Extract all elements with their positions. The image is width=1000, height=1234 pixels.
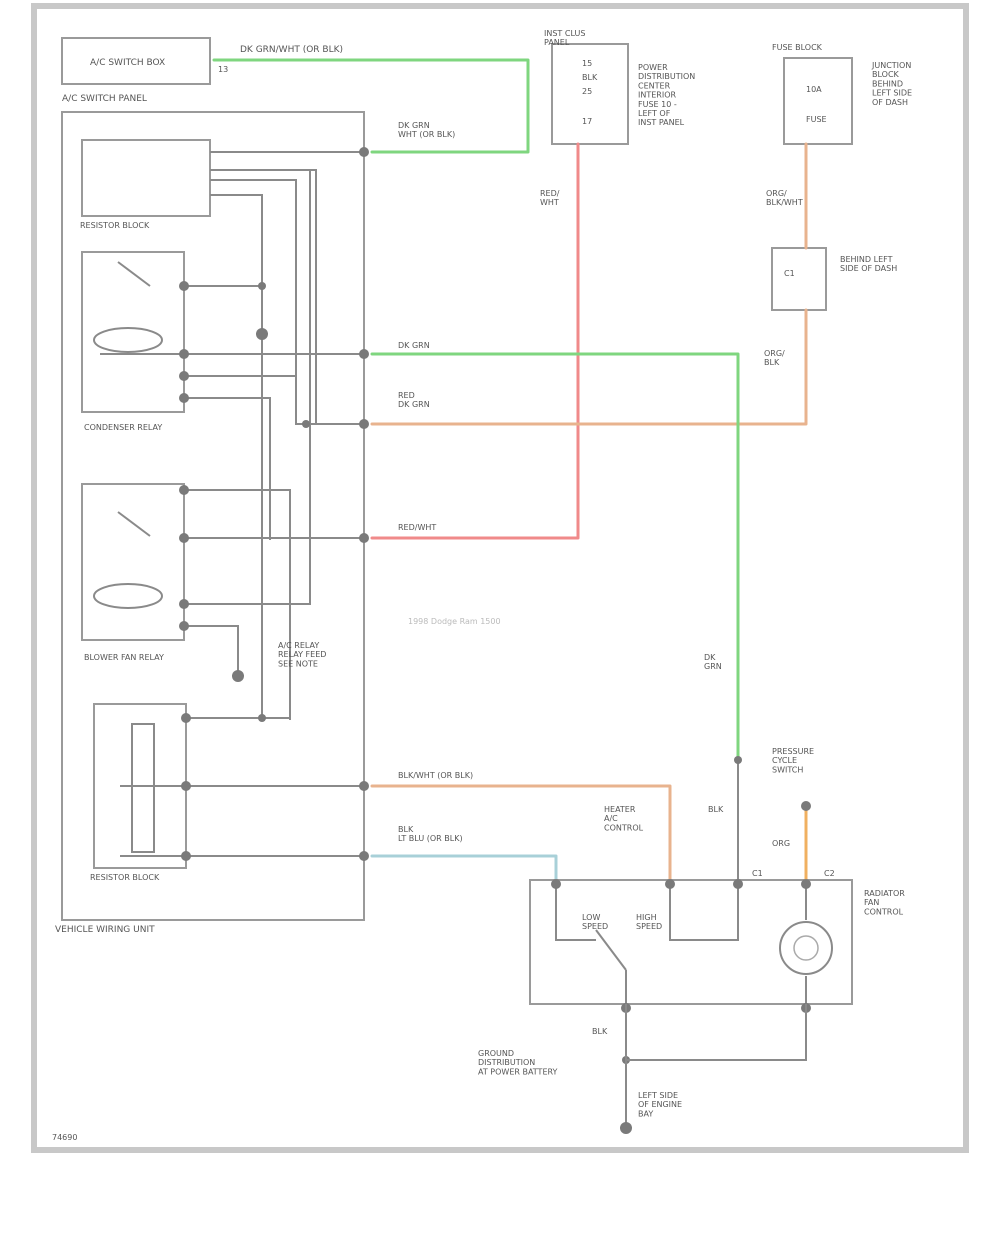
relay2-ground <box>232 670 244 682</box>
relay1-coil <box>93 327 163 353</box>
pin-c1-label: C1 <box>752 869 763 878</box>
relay1-label: CONDENSER RELAY <box>84 423 162 432</box>
red-wire <box>370 142 580 540</box>
fuse-block-label: RESISTOR BLOCK <box>90 873 160 882</box>
relay2-coil <box>93 583 163 609</box>
orange-top-label: ORG/BLK/WHT <box>766 189 803 207</box>
module-wiring <box>210 151 364 720</box>
module-label: RESISTOR BLOCK <box>80 221 150 230</box>
control-wiring <box>555 760 807 1004</box>
rail-connectors <box>179 147 369 861</box>
relay1-wiring <box>100 285 364 540</box>
fuse-box-pin: 13 <box>218 65 228 74</box>
outer-frame <box>31 3 969 1153</box>
ground-wiring <box>625 1004 807 1124</box>
relay1-ground <box>256 328 268 340</box>
wire-blk-label: BLK <box>708 805 724 814</box>
svg-text:BLK: BLK <box>582 73 598 82</box>
low-speed-switch <box>595 929 627 971</box>
heater-ac-control-box <box>529 879 853 1005</box>
wire-label-w5: BLK/WHT (OR BLK) <box>398 771 473 780</box>
wire-org-label: ORG <box>772 839 790 848</box>
inst-clus-panel <box>551 43 629 145</box>
center-note: 1998 Dodge Ram 1500 <box>408 617 501 626</box>
fuse-box-panel-title: A/C SWITCH PANEL <box>62 94 147 104</box>
wire-label-w2: DK GRN <box>398 341 430 350</box>
svg-text:FUSE: FUSE <box>806 115 827 124</box>
wire-label-w4: RED/WHT <box>398 523 436 532</box>
green-wire-mid <box>370 352 740 762</box>
pressure-switch-terminal <box>801 801 811 811</box>
c3-title: C1 <box>784 269 795 278</box>
c2-pins: 10A FUSE <box>806 85 827 124</box>
wiring-unit-box <box>61 111 365 921</box>
corner-tag: 74690 <box>52 1133 77 1142</box>
relay1-switch <box>117 261 151 287</box>
tan-wire <box>370 784 672 882</box>
c1-connector <box>771 247 827 311</box>
condenser-relay <box>81 251 185 413</box>
wiring-unit-title: VEHICLE WIRING UNIT <box>55 925 155 935</box>
module-block <box>81 139 211 217</box>
fuse-resistor <box>131 723 155 853</box>
fuse-box-label: A/C SWITCH BOX <box>90 58 165 68</box>
fan-motor <box>779 921 833 975</box>
svg-text:10A: 10A <box>806 85 822 94</box>
blower-relay <box>81 483 185 641</box>
ground-symbol <box>620 1122 632 1134</box>
pin-c2-label: C2 <box>824 869 835 878</box>
orange-mid-label: ORG/BLK <box>764 349 785 367</box>
ground-wire-label: BLK <box>592 1027 608 1036</box>
svg-text:17: 17 <box>582 117 592 126</box>
c2-title: FUSE BLOCK <box>772 43 823 52</box>
green-wire-top <box>212 58 530 154</box>
fuse-box <box>61 37 211 85</box>
blue-wire <box>370 854 558 882</box>
svg-text:15: 15 <box>582 59 592 68</box>
fuse-block-top <box>783 57 853 145</box>
fuse-box-note: DK GRN/WHT (OR BLK) <box>240 45 343 55</box>
relay2-wiring <box>184 170 364 720</box>
fan-motor-core <box>793 935 819 961</box>
relay2-switch <box>117 511 151 537</box>
bottom-connectors <box>551 756 811 1064</box>
relay2-label: BLOWER FAN RELAY <box>84 653 164 662</box>
c1-pins: 15 BLK 25 17 <box>582 59 598 126</box>
red-top-label: RED/WHT <box>540 189 560 207</box>
svg-text:25: 25 <box>582 87 592 96</box>
orange-wire-lower <box>370 308 808 426</box>
fuse-block-wiring <box>120 717 364 857</box>
